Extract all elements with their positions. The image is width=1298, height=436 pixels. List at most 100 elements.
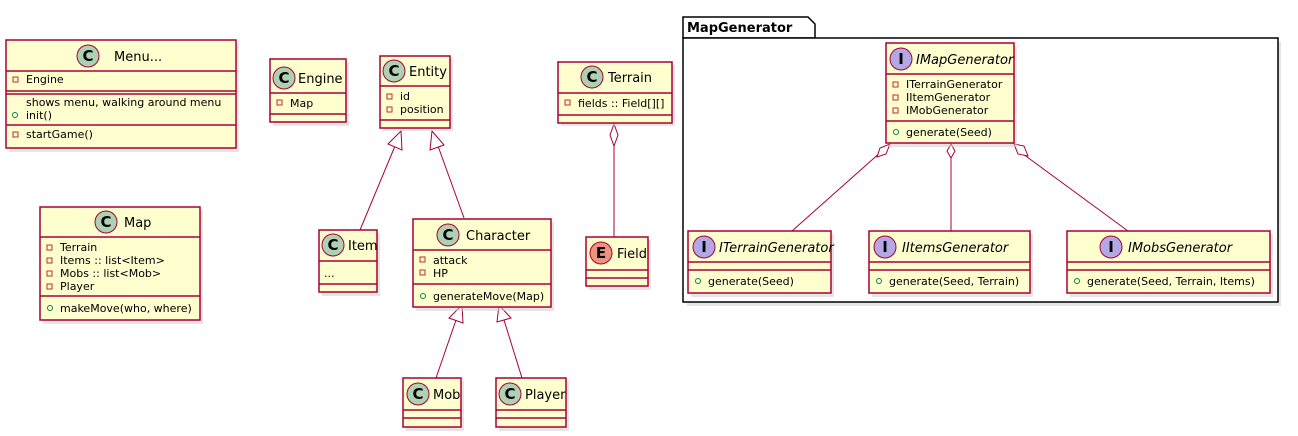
private-marker: [892, 94, 899, 101]
method: startGame(): [26, 128, 93, 141]
class-title: IItemsGenerator: [902, 241, 1010, 256]
class-title: Entity: [409, 65, 447, 80]
svg-text:C: C: [327, 236, 338, 254]
interface-badge: [1099, 235, 1123, 259]
imapgenerator-aggregates-iterraingenerator: [791, 150, 883, 232]
class-badge: [76, 44, 100, 68]
class-character: C Character attack HP generateMove(Map): [412, 218, 554, 311]
private-marker: [892, 81, 899, 88]
field: id: [400, 90, 410, 103]
interface-badge: [889, 47, 913, 71]
public-marker: [695, 278, 701, 284]
field: Items :: list<Item>: [60, 254, 165, 267]
public-marker: [876, 278, 882, 284]
svg-text:I: I: [1108, 238, 1114, 256]
private-marker: [419, 256, 426, 263]
class-badge: [498, 382, 522, 406]
method: generate(Seed, Terrain, Items): [1087, 275, 1255, 288]
svg-text:C: C: [412, 385, 423, 403]
class-badge: [406, 382, 430, 406]
class-title: ITerrainGenerator: [719, 241, 835, 256]
private-marker: [564, 99, 571, 106]
class-title: Character: [466, 229, 531, 244]
svg-text:C: C: [442, 226, 453, 244]
note: shows menu, walking around menu: [26, 96, 221, 109]
field: ...: [324, 267, 335, 280]
aggregation-diamond: [609, 122, 619, 148]
enum-field: E Field: [585, 236, 651, 290]
field: fields :: Field[][]: [578, 97, 664, 110]
class-badge: [272, 66, 296, 90]
field: Map: [290, 97, 313, 110]
svg-text:I: I: [882, 238, 888, 256]
svg-text:C: C: [278, 69, 289, 87]
private-marker: [46, 270, 53, 277]
method: generateMove(Map): [433, 290, 544, 303]
class-item: C Item ...: [318, 229, 380, 296]
class-player: C Player: [495, 377, 569, 431]
class-title: Map: [124, 216, 151, 231]
class-badge: [94, 210, 118, 234]
public-marker: [12, 112, 18, 118]
svg-text:I: I: [701, 238, 707, 256]
public-marker: [47, 305, 53, 311]
interface-iterraingenerator: I ITerrainGenerator generate(Seed): [687, 230, 835, 297]
class-badge: [321, 233, 345, 257]
private-marker: [12, 131, 19, 138]
enum-badge: [589, 241, 613, 265]
public-marker: [893, 129, 899, 135]
item-extends-entity: [359, 145, 396, 231]
interface-badge: [873, 235, 897, 259]
aggregation-diamond: [946, 142, 956, 160]
field: HP: [433, 267, 448, 280]
interface-iitemsgenerator: I IItemsGenerator generate(Seed, Terrain…: [868, 230, 1033, 297]
svg-text:C: C: [586, 68, 597, 86]
private-marker: [46, 244, 53, 251]
interface-imapgenerator: I IMapGenerator ITerrainGenerator IItemG…: [885, 42, 1017, 147]
interface-badge: [692, 235, 716, 259]
class-mob: C Mob: [402, 377, 464, 431]
class-title: Terrain: [607, 71, 652, 86]
method: generate(Seed): [708, 275, 794, 288]
imapgenerator-aggregates-imobsgenerator: [1022, 153, 1129, 232]
public-marker: [1074, 278, 1080, 284]
aggregation-diamond: [876, 143, 891, 158]
field: Engine: [26, 73, 64, 86]
svg-text:C: C: [388, 62, 399, 80]
inheritance-arrow: [387, 129, 403, 151]
class-menu: C Menu... Engine shows menu, walking aro…: [5, 39, 239, 152]
method: generate(Seed): [906, 126, 992, 139]
class-title: IMobsGenerator: [1128, 241, 1234, 256]
class-title: Menu...: [114, 50, 162, 65]
class-map: C Map Terrain Items :: list<Item> Mobs :…: [39, 206, 203, 324]
private-marker: [276, 99, 283, 106]
svg-text:C: C: [82, 47, 93, 65]
svg-text:C: C: [504, 385, 515, 403]
class-title: Player: [525, 388, 566, 403]
class-terrain: C Terrain fields :: Field[][]: [557, 61, 675, 126]
character-extends-entity: [437, 145, 465, 219]
method: generate(Seed, Terrain): [889, 275, 1019, 288]
mob-extends-character: [435, 319, 457, 379]
field: attack: [433, 254, 468, 267]
field: Player: [60, 280, 95, 293]
private-marker: [419, 269, 426, 276]
player-extends-character: [503, 319, 523, 379]
class-title: Field: [617, 247, 647, 262]
class-title: Mob: [433, 388, 460, 403]
aggregation-diamond: [1013, 143, 1029, 157]
method: makeMove(who, where): [60, 302, 192, 315]
class-badge: [436, 223, 460, 247]
class-badge: [382, 59, 406, 83]
class-engine: C Engine Map: [269, 58, 349, 126]
class-entity: C Entity id position: [379, 55, 453, 131]
private-marker: [386, 106, 393, 113]
private-marker: [12, 76, 19, 83]
package-title: MapGenerator: [687, 21, 793, 36]
private-marker: [46, 257, 53, 264]
class-badge: [580, 65, 604, 89]
svg-text:I: I: [898, 50, 904, 68]
relationships: [359, 122, 1129, 379]
svg-text:C: C: [100, 213, 111, 231]
